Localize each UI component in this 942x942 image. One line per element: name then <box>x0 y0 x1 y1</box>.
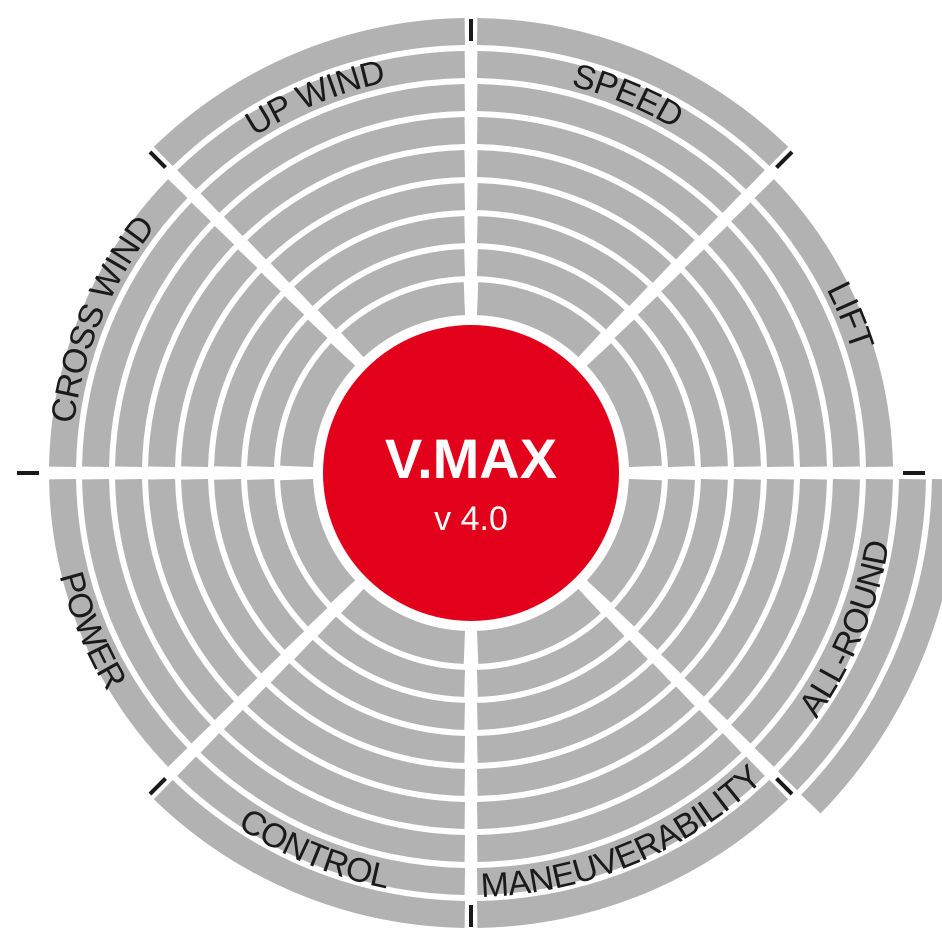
ring-segment-lift-1 <box>586 343 662 468</box>
ring-segment-speed-3 <box>476 216 648 307</box>
ring-segment-power-2 <box>247 478 328 627</box>
ring-segment-control-1 <box>341 588 466 664</box>
ring-segment-lift-6 <box>707 225 827 468</box>
ring-segment-power-4 <box>181 478 281 674</box>
ring-segment-cross-wind-3 <box>214 296 305 468</box>
ring-segment-lift-2 <box>614 319 695 468</box>
ring-segment-up-wind-5 <box>247 150 466 260</box>
ring-segment-maneuverability-6 <box>476 709 719 829</box>
ring-segment-cross-wind-6 <box>115 225 235 468</box>
ring-segment-power-5 <box>148 478 258 697</box>
ring-segment-control-9 <box>153 779 466 928</box>
center-subtitle: v 4.0 <box>434 500 508 538</box>
ring-segment-up-wind-1 <box>341 282 466 358</box>
ring-segment-cross-wind-8 <box>49 179 188 468</box>
ring-segment-speed-1 <box>476 282 601 358</box>
divider-tick <box>775 777 794 796</box>
ring-segment-maneuverability-4 <box>476 663 672 763</box>
ring-segment-maneuverability-5 <box>476 686 695 796</box>
ring-segment-all-round-7 <box>731 478 860 744</box>
ring-segment-lift-4 <box>661 272 761 468</box>
ring-segment-power-8 <box>49 478 188 767</box>
ring-segment-control-5 <box>247 686 466 796</box>
ring-segment-lift-3 <box>637 296 728 468</box>
ring-segment-power-7 <box>82 478 211 744</box>
ring-segment-speed-2 <box>476 249 625 330</box>
ring-segment-maneuverability-9 <box>476 779 789 928</box>
ring-segment-control-6 <box>223 709 466 829</box>
ring-segment-power-3 <box>214 478 305 650</box>
ring-segment-speed-7 <box>476 84 742 213</box>
ring-segment-maneuverability-2 <box>476 616 625 697</box>
ring-segment-cross-wind-1 <box>280 343 356 468</box>
ring-segment-speed-5 <box>476 150 695 260</box>
ring-segment-cross-wind-4 <box>181 272 281 468</box>
ring-segment-up-wind-4 <box>270 183 466 283</box>
ring-segment-speed-4 <box>476 183 672 283</box>
ring-segment-power-6 <box>115 478 235 721</box>
ring-segment-all-round-2 <box>614 478 695 627</box>
ring-segment-control-8 <box>177 756 466 895</box>
ring-segment-cross-wind-2 <box>247 319 328 468</box>
ticks-layer <box>17 19 925 927</box>
ring-segment-maneuverability-1 <box>476 588 601 664</box>
divider-tick <box>148 150 167 169</box>
ring-segment-up-wind-7 <box>200 84 466 213</box>
ring-segment-up-wind-2 <box>317 249 466 330</box>
ring-segment-control-2 <box>317 616 466 697</box>
ring-segment-speed-9 <box>476 18 789 167</box>
ring-segment-cross-wind-5 <box>148 249 258 468</box>
center-title: V.MAX <box>385 427 557 490</box>
ring-segment-power-1 <box>280 478 356 603</box>
ring-segment-all-round-4 <box>661 478 761 674</box>
ring-segment-maneuverability-3 <box>476 639 648 730</box>
ring-segment-control-3 <box>294 639 466 730</box>
ring-segment-maneuverability-8 <box>476 756 765 895</box>
divider-tick <box>775 150 794 169</box>
ring-segment-lift-8 <box>754 179 893 468</box>
ring-segment-all-round-3 <box>637 478 728 650</box>
ring-segment-all-round-5 <box>684 478 794 697</box>
ring-segment-up-wind-6 <box>223 117 466 237</box>
ring-segment-all-round-1 <box>586 478 662 603</box>
ring-segment-up-wind-8 <box>177 51 466 190</box>
ring-segment-control-4 <box>270 663 466 763</box>
ring-segment-speed-6 <box>476 117 719 237</box>
ring-segment-all-round-10 <box>801 479 942 814</box>
ring-segment-all-round-6 <box>707 478 827 721</box>
segments-layer <box>49 18 942 928</box>
ring-segment-all-round-8 <box>754 478 893 767</box>
ring-segment-up-wind-9 <box>153 18 466 167</box>
ring-segment-maneuverability-7 <box>476 733 742 862</box>
ring-segment-control-7 <box>200 733 466 862</box>
ring-segment-speed-8 <box>476 51 765 190</box>
ring-segment-lift-7 <box>731 202 860 468</box>
divider-tick <box>148 777 167 796</box>
ring-segment-all-round-9 <box>777 478 926 791</box>
ring-segment-up-wind-3 <box>294 216 466 307</box>
center-disc <box>323 325 619 621</box>
ring-segment-lift-5 <box>684 249 794 468</box>
ring-segment-cross-wind-7 <box>82 202 211 468</box>
